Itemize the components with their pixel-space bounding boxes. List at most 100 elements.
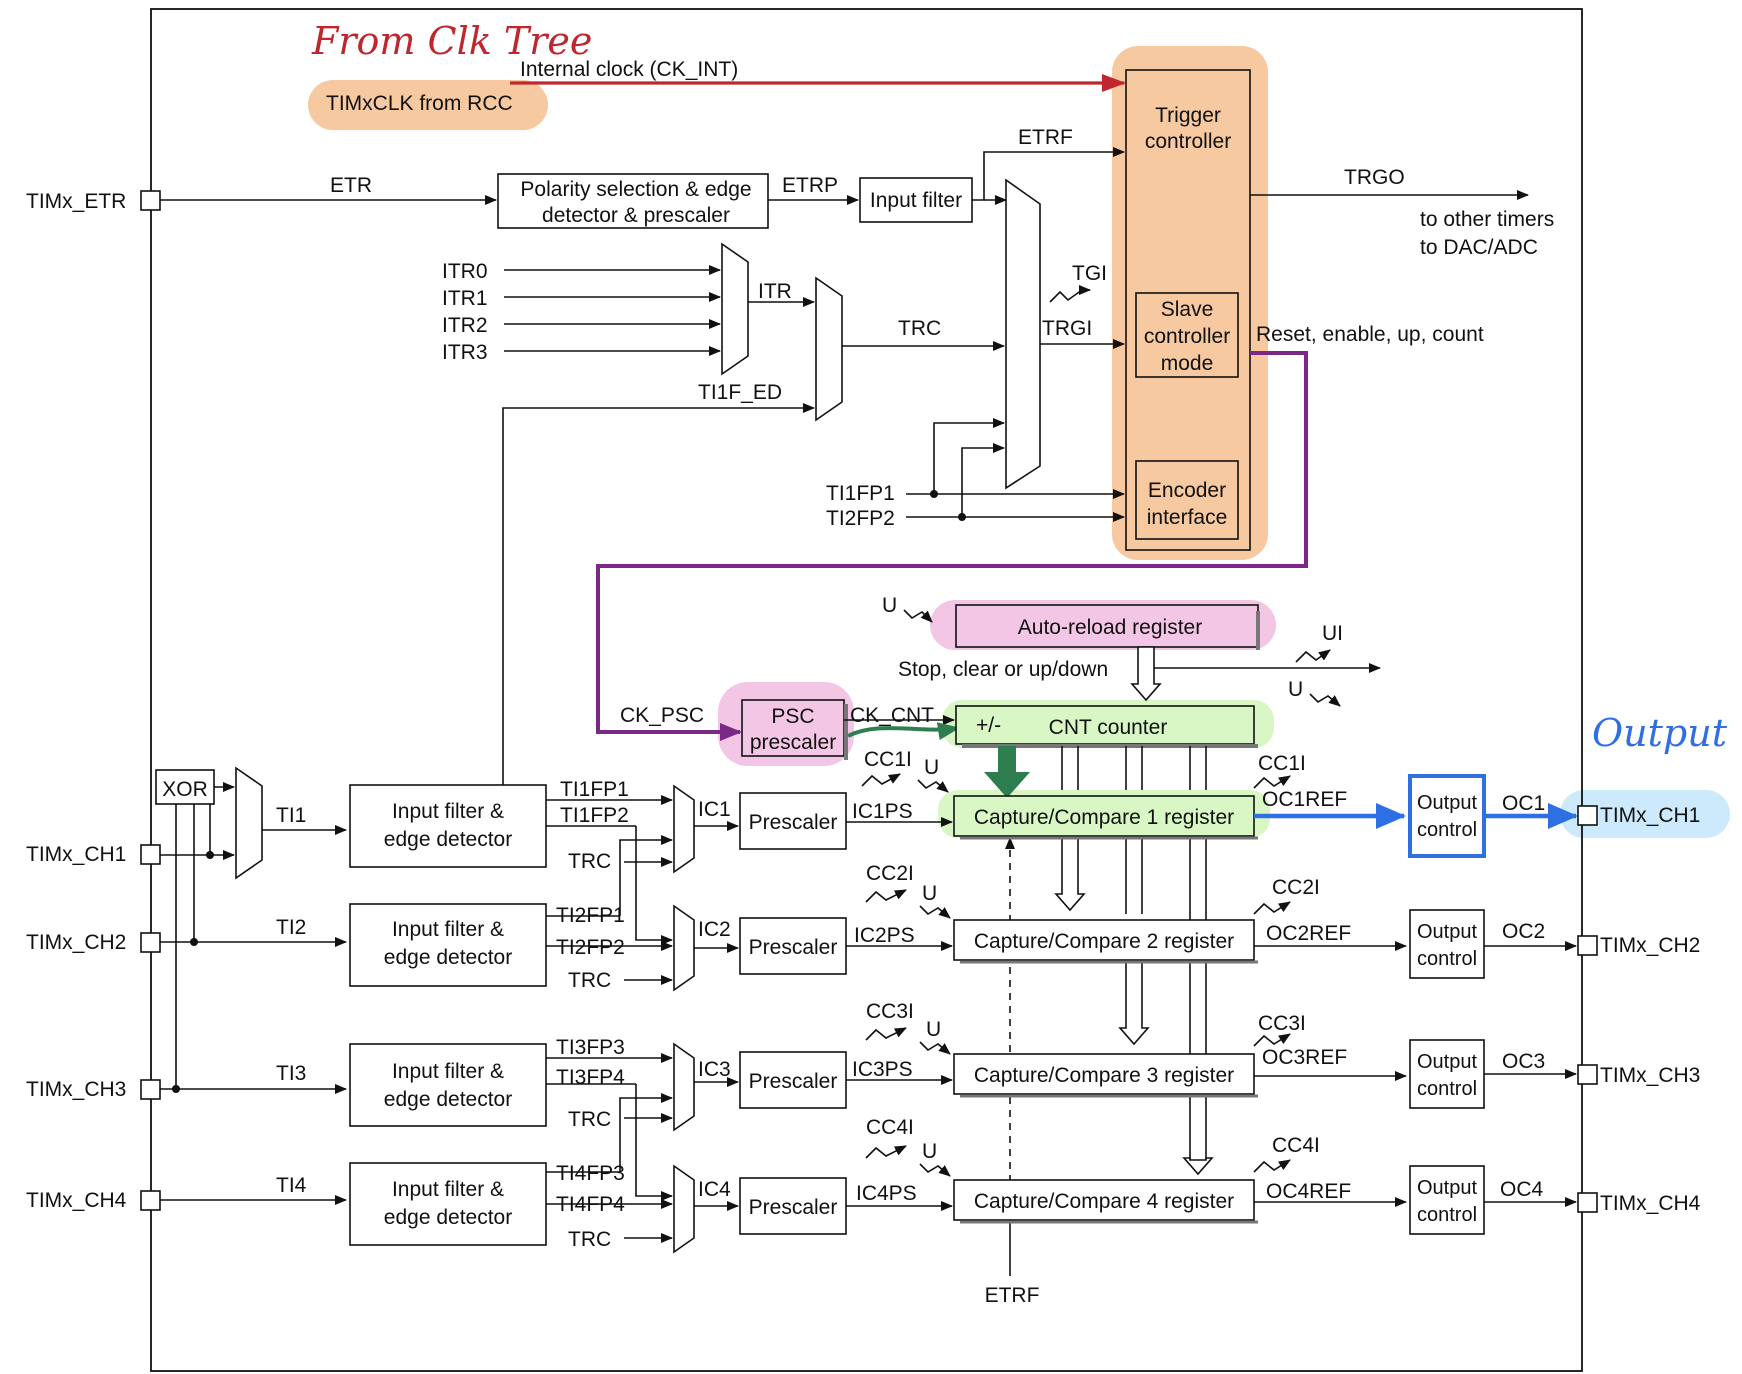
ck-cnt-label: CK_CNT <box>850 704 934 727</box>
trc-label: TRC <box>898 317 941 340</box>
ic3-mux <box>673 1042 695 1132</box>
ch1-out-pin <box>1577 805 1598 826</box>
etr-pin <box>140 190 161 211</box>
etrp-label: ETRP <box>782 174 838 197</box>
cc4-u-flag <box>919 1163 951 1177</box>
cnt-u-label: U <box>1288 678 1303 701</box>
xor-label: XOR <box>162 778 208 801</box>
ti4fp3-cross <box>619 1093 673 1172</box>
itr-label: ITR <box>758 280 792 303</box>
cnt-u-flag <box>1309 693 1341 707</box>
reset-enable-label: Reset, enable, up, count <box>1256 323 1484 346</box>
itr2-label: ITR2 <box>442 314 488 337</box>
trc-in-1-label: TRC <box>568 850 611 873</box>
etrf-bottom-label: ETRF <box>985 1284 1040 1307</box>
input-filter-3-l1: Input filter & <box>392 1060 504 1083</box>
bus-ccr1-to-ccr2 <box>1054 831 1086 912</box>
trc-in-4-label: TRC <box>568 1228 611 1251</box>
ch4-out-pin <box>1577 1192 1598 1213</box>
oc2ref-label: OC2REF <box>1266 922 1351 945</box>
ch2-fp-b-label: TI2FP2 <box>556 936 625 959</box>
ch4-out-label: TIMx_CH4 <box>1600 1192 1701 1215</box>
input-filter-3-box <box>349 1043 547 1127</box>
trc-in-2-label: TRC <box>568 969 611 992</box>
ch3-node <box>172 1085 180 1093</box>
ti1f-ed-line <box>502 403 815 813</box>
ch1-fp-b-label: TI1FP2 <box>560 804 629 827</box>
ti1fp1-label: TI1FP1 <box>826 482 895 505</box>
slave-label-3: mode <box>1161 352 1214 375</box>
itr3-label: ITR3 <box>442 341 488 364</box>
cc2i-in-flag <box>865 889 907 903</box>
ti2fp2-to-mux <box>961 443 1005 517</box>
ic4ps-label: IC4PS <box>856 1182 917 1205</box>
polarity-label-2: detector & prescaler <box>542 204 730 227</box>
trigger-label-1: Trigger <box>1155 104 1221 127</box>
ic4-label: IC4 <box>698 1178 731 1201</box>
ui-flag <box>1295 649 1331 663</box>
input-filter-2-box <box>349 903 547 987</box>
cc4i-out-label: CC4I <box>1272 1134 1320 1157</box>
prescaler-1-box <box>739 792 847 850</box>
encoder-label-2: interface <box>1147 506 1228 529</box>
ti1fp1-to-mux <box>933 418 1005 494</box>
ti1-select-mux <box>235 766 263 880</box>
cnt-to-ccr1-green <box>984 746 1030 798</box>
cc1i-in-label: CC1I <box>864 748 912 771</box>
prescaler-3-box <box>739 1051 847 1109</box>
cc1-u-flag <box>917 779 949 793</box>
ch4-fp-b-label: TI4FP4 <box>556 1193 625 1216</box>
ic3ps-label: IC3PS <box>852 1058 913 1081</box>
ch1-in-label: TIMx_CH1 <box>26 843 126 866</box>
cc4i-in-flag <box>865 1145 907 1159</box>
ti3-label: TI3 <box>276 1062 306 1085</box>
xor-box <box>155 769 215 805</box>
etr-pin-label: TIMx_ETR <box>26 190 126 213</box>
cc1i-out-flag <box>1253 775 1291 789</box>
ti2fp1-cross <box>619 835 673 916</box>
output-note: Output <box>1592 711 1728 755</box>
slave-label-1: Slave <box>1161 298 1214 321</box>
output-control-2-l2: control <box>1417 948 1477 970</box>
to-dac-label: to DAC/ADC <box>1420 236 1538 259</box>
ic2ps-label: IC2PS <box>854 924 915 947</box>
slave-controller-box <box>1135 292 1239 378</box>
input-filter-1-l1: Input filter & <box>392 800 504 823</box>
ck-psc-label: CK_PSC <box>620 704 704 727</box>
output-control-4-box <box>1409 1165 1485 1235</box>
outer-frame <box>150 8 1583 1372</box>
ui-label: UI <box>1322 622 1343 645</box>
tgi-flag <box>1049 289 1083 303</box>
cc3-u-flag <box>919 1041 951 1055</box>
trc-mux <box>815 276 843 422</box>
stop-label: Stop, clear or up/down <box>898 658 1108 681</box>
ccr2-label: Capture/Compare 2 register <box>974 930 1234 953</box>
cc4i-in-label: CC4I <box>866 1116 914 1139</box>
cc1-u-label: U <box>924 756 939 779</box>
ch4-in-label: TIMx_CH4 <box>26 1189 127 1212</box>
output-control-3-box <box>1409 1039 1485 1109</box>
prescaler-4-label: Prescaler <box>749 1196 838 1219</box>
cc3-u-label: U <box>926 1018 941 1041</box>
ti1fp2-cross <box>635 826 673 945</box>
ic2-mux <box>673 904 695 992</box>
encoder-interface-box <box>1135 460 1239 540</box>
ccr3-box <box>953 1053 1255 1095</box>
cc2-u-flag <box>919 905 951 919</box>
trigger-label-2: controller <box>1145 130 1231 153</box>
ch2-out-label: TIMx_CH2 <box>1600 934 1700 957</box>
slave-label-2: controller <box>1144 325 1230 348</box>
ccr1-label: Capture/Compare 1 register <box>974 806 1234 829</box>
output-control-1-l2: control <box>1417 819 1477 841</box>
bus-to-ccr3 <box>1118 955 1150 1046</box>
arr-u-flag <box>903 609 933 623</box>
etrf-top-line <box>972 147 1125 201</box>
ti3fp4-cross <box>635 1084 673 1201</box>
cc3i-out-flag <box>1253 1033 1291 1047</box>
oc4-label: OC4 <box>1500 1178 1544 1201</box>
tgi-label: TGI <box>1072 262 1107 285</box>
output-control-3-l1: Output <box>1417 1051 1477 1073</box>
psc-label-1: PSC <box>771 705 814 728</box>
